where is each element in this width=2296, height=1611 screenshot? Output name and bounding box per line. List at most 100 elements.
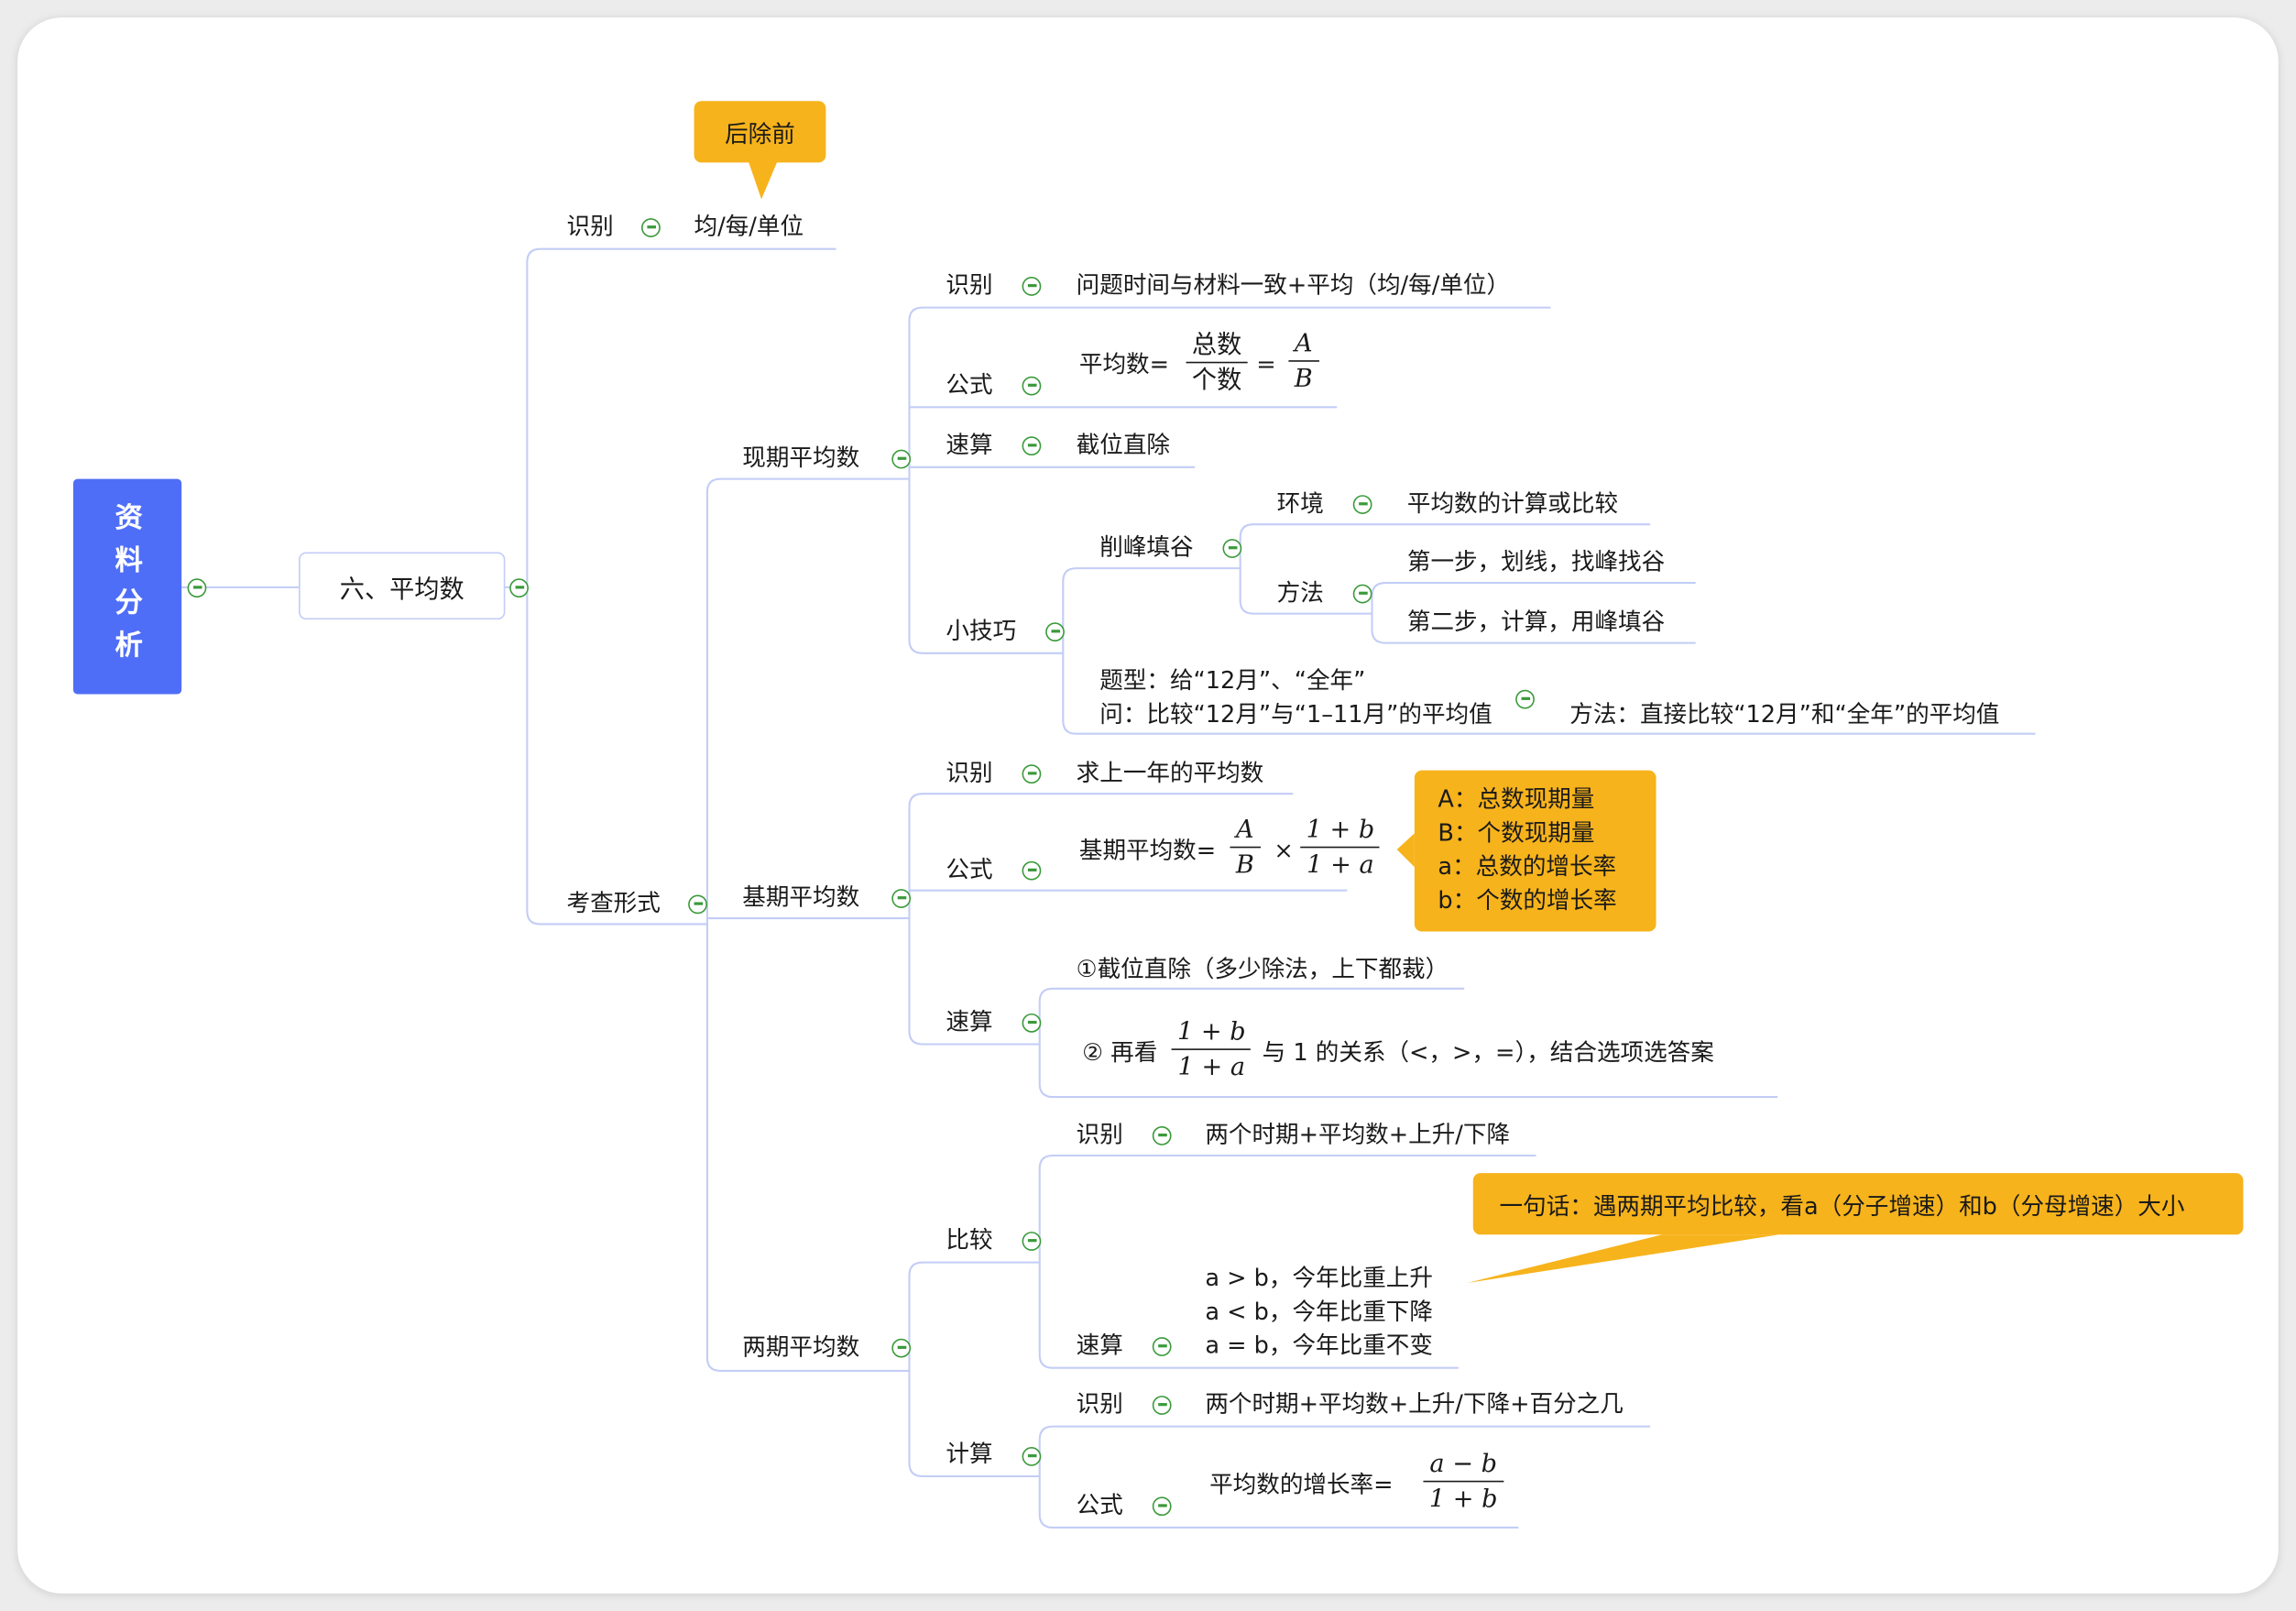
collapse-toggle-icon[interactable] <box>1352 584 1372 604</box>
collapse-toggle-icon[interactable] <box>891 1338 912 1358</box>
collapse-toggle-icon[interactable] <box>1022 277 1042 296</box>
connector <box>1239 523 1651 538</box>
connector <box>1038 1425 1651 1441</box>
node-environment[interactable]: 环境 <box>1276 488 1324 518</box>
collapse-toggle-icon[interactable] <box>187 578 207 598</box>
collapse-toggle-icon[interactable] <box>1515 689 1535 709</box>
node-step-2[interactable]: 第二步，计算，用峰填谷 <box>1406 608 1666 636</box>
node-quick-calc-2-suffix[interactable]: 与 1 的关系（<，>，=），结合选项选答案 <box>1262 1038 1714 1067</box>
callout-pointer <box>1396 833 1415 868</box>
summary-callout-note: 一句话：遇两期平均比较，看a（分子增速）和b（分母增速）大小 <box>1472 1173 2244 1235</box>
node-quick-calc-2-prefix[interactable]: ② 再看 <box>1082 1038 1158 1067</box>
connector <box>908 806 1040 1046</box>
collapse-toggle-icon[interactable] <box>1152 1337 1172 1356</box>
collapse-toggle-icon[interactable] <box>509 578 529 598</box>
collapse-toggle-icon[interactable] <box>1022 764 1042 784</box>
mindmap-canvas <box>17 17 2279 1594</box>
collapse-toggle-icon[interactable] <box>1352 495 1372 514</box>
node-identify-value[interactable]: 均/每/单位 <box>694 212 804 241</box>
node-shave-peaks[interactable]: 削峰填谷 <box>1099 532 1194 562</box>
connector <box>1038 1440 1519 1529</box>
collapse-toggle-icon[interactable] <box>641 218 661 237</box>
node-identify-value[interactable]: 求上一年的平均数 <box>1076 758 1264 787</box>
formula-fraction-ab: A B <box>1230 815 1261 883</box>
collapse-toggle-icon[interactable] <box>1022 1447 1042 1466</box>
collapse-toggle-icon[interactable] <box>891 889 912 908</box>
node-compare[interactable]: 比较 <box>946 1225 993 1255</box>
collapse-toggle-icon[interactable] <box>891 449 912 469</box>
node-identify-value[interactable]: 两个时期+平均数+上升/下降 <box>1205 1120 1511 1148</box>
rule-line[interactable]: a < b，今年比重下降 <box>1205 1298 1433 1326</box>
collapse-toggle-icon[interactable] <box>1022 376 1042 396</box>
connector <box>1371 582 1696 597</box>
node-base-average[interactable]: 基期平均数 <box>742 882 860 912</box>
formula-fraction: 总数 个数 <box>1186 330 1248 399</box>
node-question-method[interactable]: 方法：直接比较“12月”和“全年”的平均值 <box>1569 699 2000 729</box>
connector <box>908 1276 1040 1478</box>
node-identify[interactable]: 识别 <box>566 212 614 241</box>
legend-line: b：个数的增长率 <box>1438 885 1617 915</box>
connector <box>705 477 910 493</box>
node-step-1[interactable]: 第一步，划线，找峰找谷 <box>1406 547 1666 576</box>
node-quick-calc-1[interactable]: ①截位直除（多少除法，上下都裁） <box>1076 955 1449 983</box>
collapse-toggle-icon[interactable] <box>1152 1126 1172 1145</box>
node-current-average[interactable]: 现期平均数 <box>742 444 860 472</box>
node-formula[interactable]: 公式 <box>946 855 993 883</box>
collapse-toggle-icon[interactable] <box>688 894 707 915</box>
node-method[interactable]: 方法 <box>1276 578 1324 607</box>
node-tips[interactable]: 小技巧 <box>946 616 1017 645</box>
connector <box>705 491 910 1372</box>
formula-prefix: 平均数= <box>1078 349 1170 378</box>
collapse-toggle-icon[interactable] <box>1222 539 1242 558</box>
node-formula[interactable]: 公式 <box>946 370 993 399</box>
topic-node-average[interactable]: 六、平均数 <box>299 552 506 620</box>
connector <box>1239 537 1372 615</box>
node-two-period-average[interactable]: 两期平均数 <box>742 1332 860 1361</box>
collapse-toggle-icon[interactable] <box>1022 1013 1042 1033</box>
connector <box>1062 567 1241 582</box>
rule-line[interactable]: a = b，今年比重不变 <box>1205 1331 1433 1360</box>
node-identify[interactable]: 识别 <box>1076 1120 1123 1148</box>
connector <box>1371 596 1696 644</box>
node-identify[interactable]: 识别 <box>946 758 993 787</box>
legend-line: A：总数现期量 <box>1438 784 1595 814</box>
collapse-toggle-icon[interactable] <box>1022 436 1042 456</box>
node-question-type-2[interactable]: 问：比较“12月”与“1–11月”的平均值 <box>1099 699 1492 729</box>
root-node[interactable]: 资料分析 <box>72 478 182 695</box>
node-formula[interactable]: 公式 <box>1076 1490 1123 1519</box>
node-forms[interactable]: 考查形式 <box>566 889 661 917</box>
rule-line[interactable]: a > b，今年比重上升 <box>1205 1264 1433 1292</box>
collapse-toggle-icon[interactable] <box>1022 1232 1042 1251</box>
connector <box>908 793 1294 807</box>
connector <box>526 262 707 926</box>
node-question-type[interactable]: 题型：给“12月”、“全年” <box>1099 666 1366 695</box>
connector <box>1038 1002 1778 1099</box>
connector <box>1038 1154 1536 1169</box>
legend-line: B：个数现期量 <box>1438 818 1595 847</box>
node-identify-value[interactable]: 两个时期+平均数+上升/下降+百分之几 <box>1205 1389 1624 1419</box>
node-quick-calc[interactable]: 速算 <box>1076 1331 1123 1360</box>
connector <box>908 321 1064 654</box>
connector <box>1038 1168 1459 1369</box>
formula-prefix: 平均数的增长率= <box>1209 1470 1394 1498</box>
collapse-toggle-icon[interactable] <box>1152 1496 1172 1517</box>
variable-legend-note: A：总数现期量 B：个数现期量 a：总数的增长率 b：个数的增长率 <box>1414 770 1656 932</box>
node-quick-calc-value[interactable]: 截位直除 <box>1076 430 1170 459</box>
node-quick-calc[interactable]: 速算 <box>946 430 993 459</box>
collapse-toggle-icon[interactable] <box>1152 1396 1172 1415</box>
formula-fraction-growth: 1 + b 1 + a <box>1300 815 1381 883</box>
node-identify-value[interactable]: 问题时间与材料一致+平均（均/每/单位） <box>1076 270 1511 300</box>
formula-fraction-ab: A B <box>1288 328 1319 397</box>
node-identify[interactable]: 识别 <box>1076 1389 1123 1419</box>
connector <box>1038 987 1465 1003</box>
connector <box>908 306 1551 322</box>
collapse-toggle-icon[interactable] <box>1045 622 1065 642</box>
node-calculate[interactable]: 计算 <box>946 1440 993 1468</box>
node-identify[interactable]: 识别 <box>946 270 993 300</box>
legend-line: a：总数的增长率 <box>1438 852 1617 881</box>
collapse-toggle-icon[interactable] <box>1022 860 1042 881</box>
node-quick-calc[interactable]: 速算 <box>946 1007 993 1036</box>
node-environment-value[interactable]: 平均数的计算或比较 <box>1406 488 1619 518</box>
callout-pointer <box>1467 1234 1779 1284</box>
